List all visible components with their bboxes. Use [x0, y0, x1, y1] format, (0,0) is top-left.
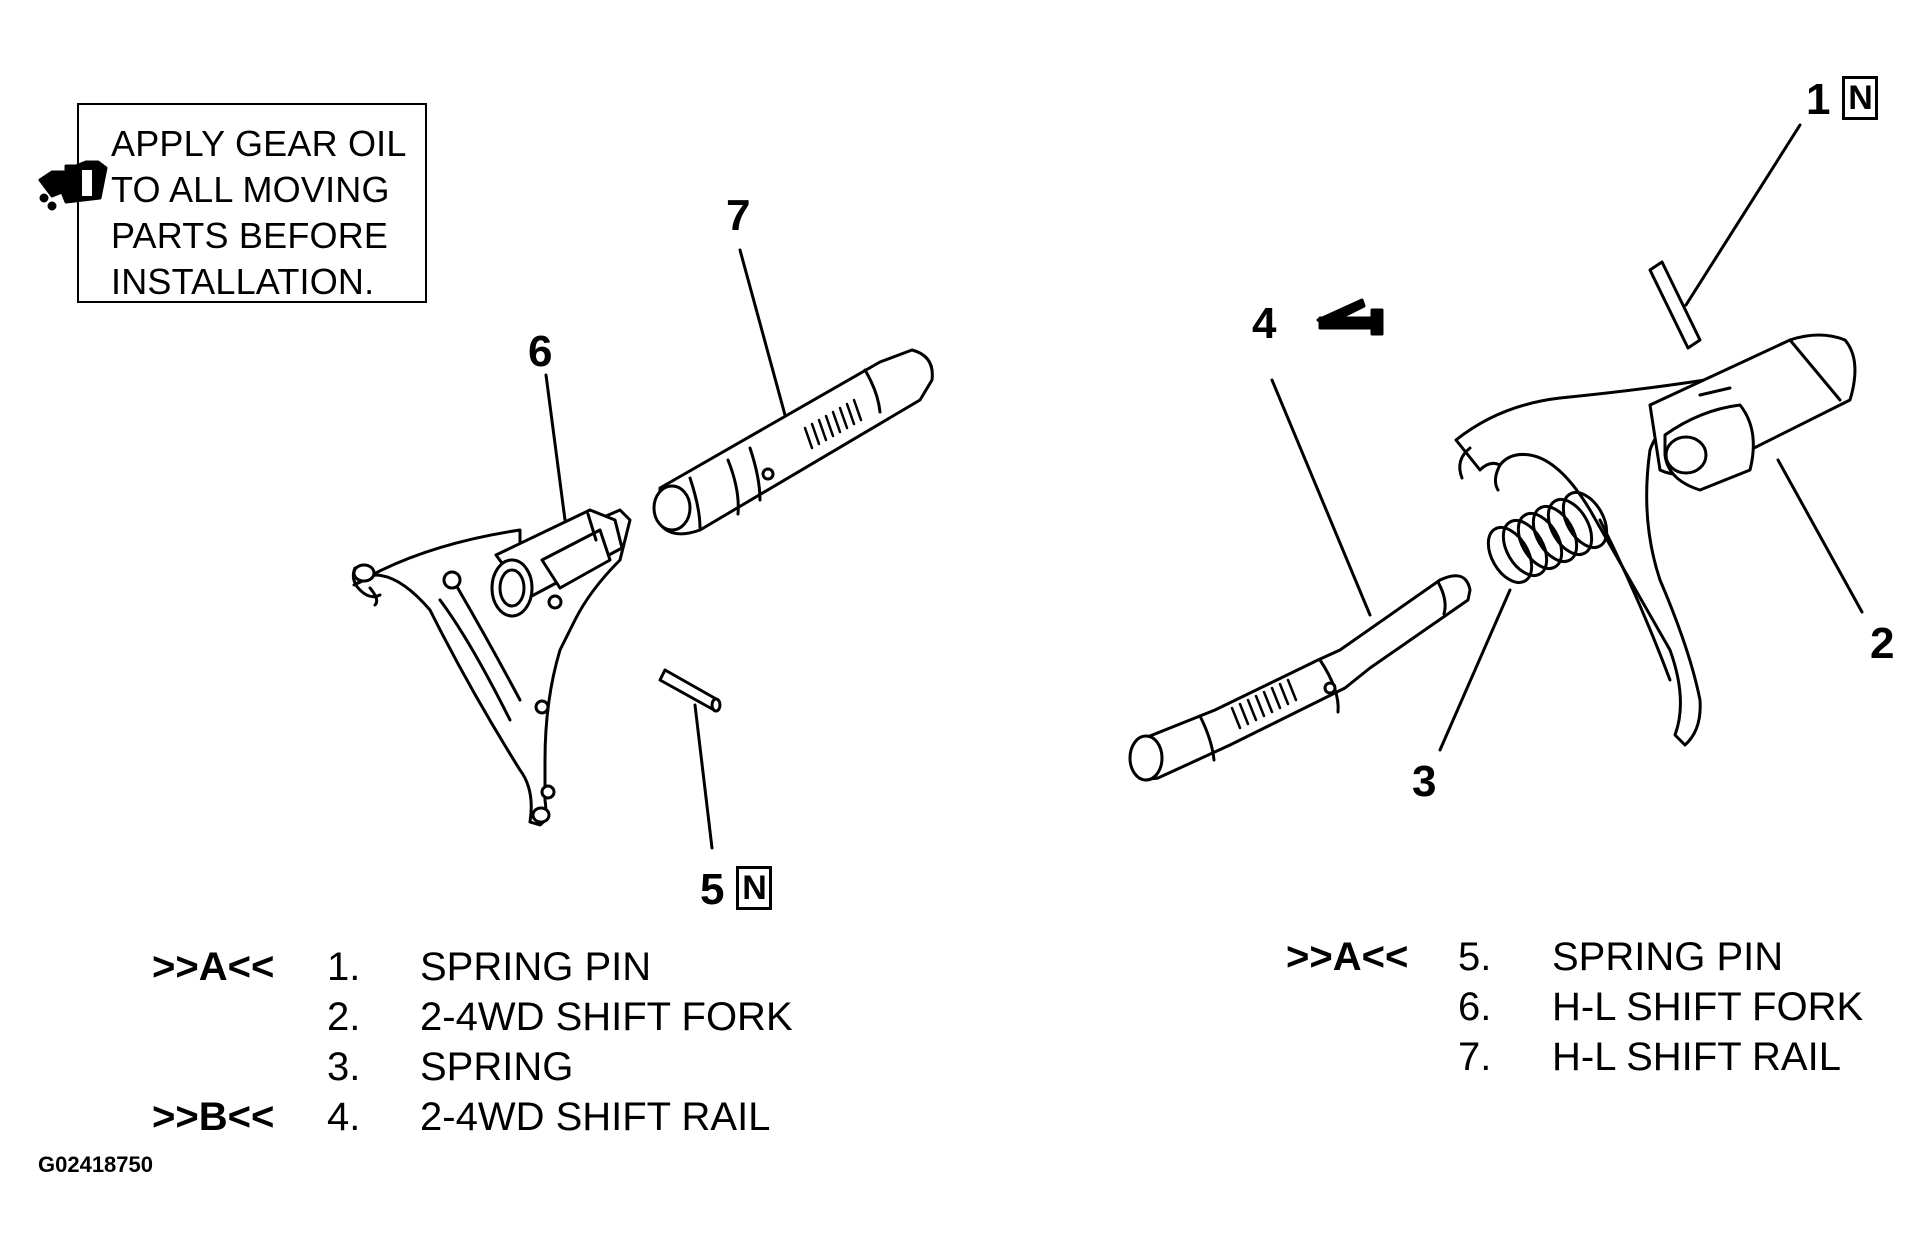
leader-6	[544, 373, 567, 522]
2-4wd-shift-rail	[1128, 574, 1472, 782]
legend-row: 3. SPRING	[152, 1042, 852, 1092]
legend-row: >>B<< 4. 2-4WD SHIFT RAIL	[152, 1092, 852, 1142]
spring-pin-right	[1648, 260, 1702, 350]
note-box: APPLY GEAR OIL TO ALL MOVING PARTS BEFOR…	[77, 103, 427, 303]
legend-text: SPRING	[420, 1045, 574, 1089]
hl-shift-rail	[652, 348, 934, 536]
spring-pin-left	[658, 668, 722, 713]
legend-row: 7. H-L SHIFT RAIL	[1286, 1032, 1906, 1082]
legend-text: SPRING PIN	[420, 945, 652, 989]
leader-5	[693, 703, 714, 850]
legend-number: 1.	[327, 945, 361, 989]
legend-mark: >>B<<	[152, 1095, 275, 1139]
legend-row: >>A<< 1. SPRING PIN	[152, 942, 852, 992]
callout-4: 4	[1252, 299, 1277, 348]
legend-number: 5.	[1458, 935, 1492, 979]
leader-1	[1684, 123, 1802, 307]
legend-text: H-L SHIFT FORK	[1552, 985, 1864, 1029]
note-line-1: APPLY GEAR OIL	[111, 123, 407, 164]
oil-can-icon	[38, 160, 108, 211]
legend-text: 2-4WD SHIFT RAIL	[420, 1095, 771, 1139]
leader-3	[1438, 588, 1512, 752]
callout-2: 2	[1870, 619, 1895, 668]
2-4wd-shift-fork	[1454, 333, 1857, 747]
legend-text: H-L SHIFT RAIL	[1552, 1035, 1841, 1079]
legend-number: 6.	[1458, 985, 1492, 1029]
legend-text: 2-4WD SHIFT FORK	[420, 995, 793, 1039]
note-line-4: INSTALLATION.	[111, 261, 375, 302]
hl-shift-fork	[351, 508, 632, 827]
note-line-3: PARTS BEFORE	[111, 215, 389, 256]
callout-1-number: 1	[1806, 75, 1831, 124]
callout-6: 6	[528, 327, 553, 376]
callout-5-number: 5	[700, 865, 725, 914]
callout-3: 3	[1412, 757, 1437, 806]
legend-number: 4.	[327, 1095, 361, 1139]
legend-mark: >>A<<	[152, 945, 275, 989]
spring	[1486, 491, 1609, 584]
grease-gun-icon	[1316, 298, 1384, 336]
leader-2	[1776, 458, 1864, 614]
legend-number: 7.	[1458, 1035, 1492, 1079]
new-part-mark: N	[1842, 76, 1879, 121]
legend-text: SPRING PIN	[1552, 935, 1784, 979]
legend-row: 6. H-L SHIFT FORK	[1286, 982, 1906, 1032]
legend-row: 2. 2-4WD SHIFT FORK	[152, 992, 852, 1042]
legend-right: >>A<< 5. SPRING PIN 6. H-L SHIFT FORK 7.…	[1286, 932, 1906, 1082]
leader-7	[738, 248, 787, 417]
new-part-mark: N	[736, 866, 773, 911]
legend-left: >>A<< 1. SPRING PIN 2. 2-4WD SHIFT FORK …	[152, 942, 852, 1142]
figure-id: G02418750	[38, 1152, 153, 1177]
leader-4	[1270, 378, 1372, 617]
legend-row: >>A<< 5. SPRING PIN	[1286, 932, 1906, 982]
note-line-2: TO ALL MOVING	[111, 169, 390, 210]
legend-number: 3.	[327, 1045, 361, 1089]
legend-mark: >>A<<	[1286, 935, 1409, 979]
callout-7: 7	[726, 191, 751, 240]
legend-number: 2.	[327, 995, 361, 1039]
